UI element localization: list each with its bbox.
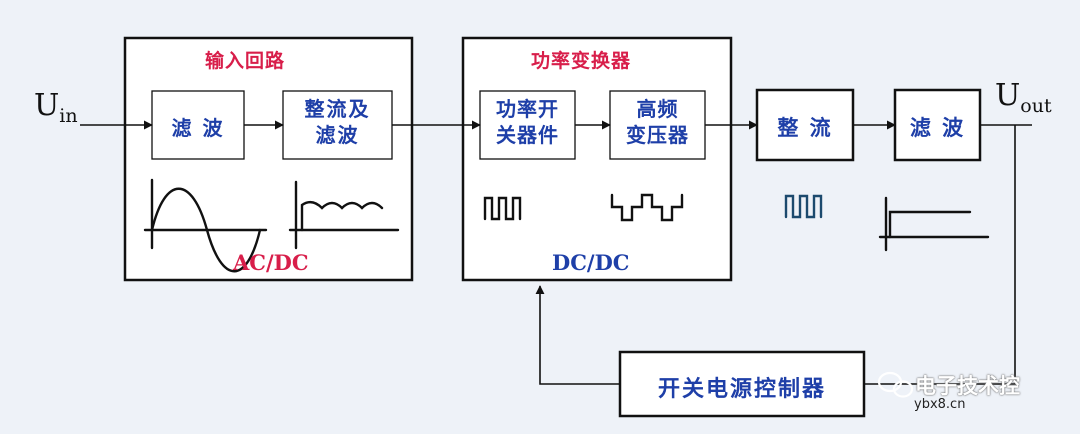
rectifier-filter-block	[282, 90, 393, 160]
rectified-pulse-waveform-icon	[784, 194, 823, 219]
wechat-logo-icon	[877, 371, 914, 398]
square-pulse-waveform-icon	[483, 196, 522, 221]
watermark-name: 电子技术控	[915, 374, 1020, 398]
filtered-dc-ripple-waveform-icon	[288, 180, 400, 250]
input-circuit-title: 输入回路	[205, 50, 286, 72]
filter-block	[151, 90, 245, 160]
filter-block-label: 滤 波	[171, 116, 225, 140]
output-voltage-label: Uout	[995, 78, 1052, 117]
power-converter-title: 功率变换器	[531, 50, 632, 72]
ac-sine-waveform-icon	[143, 178, 268, 273]
dc-dc-mode-label: DC/DC	[552, 250, 630, 275]
ac-dc-mode-label: AC/DC	[233, 250, 309, 275]
switch-device-block-label: 功率开 关器件	[496, 97, 559, 147]
output-filter-label: 滤 波	[909, 116, 966, 140]
hf-transformer-block-label: 高频 变压器	[626, 97, 689, 147]
controller-label: 开关电源控制器	[657, 377, 826, 402]
feedback-line	[864, 125, 1016, 385]
dc-output-waveform-icon	[878, 196, 990, 252]
switch-device-block	[479, 90, 576, 160]
input-voltage-label: Uin	[34, 88, 78, 127]
watermark-site: ybx8.cn	[914, 397, 966, 412]
rectifier-filter-block-label: 整流及 滤波	[304, 97, 371, 147]
ac-square-waveform-icon	[610, 193, 684, 222]
output-rectifier-block	[755, 88, 855, 162]
control-line	[535, 285, 620, 385]
output-rectifier-label: 整 流	[777, 116, 833, 140]
